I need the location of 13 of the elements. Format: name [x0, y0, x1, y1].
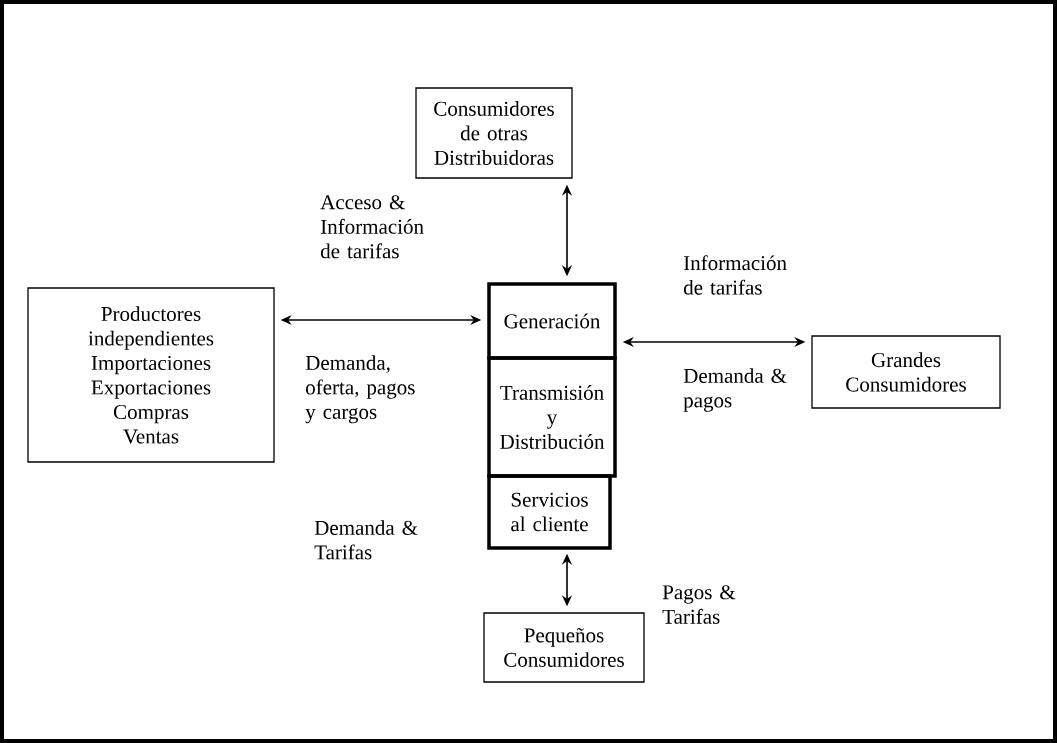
flow-label: Demanda, oferta, pagos y cargos — [305, 355, 415, 424]
box: Pequeños Consumidores — [483, 612, 645, 683]
flow-label: Demanda & pagos — [683, 368, 787, 412]
stack-box: Generación — [487, 282, 617, 360]
box: Grandes Consumidores — [811, 335, 1001, 409]
flow-label: Demanda & Tarifas — [314, 520, 418, 560]
stack-box: Servicios al cliente — [487, 474, 612, 550]
edge-label: Pagos & Tarifas — [662, 585, 748, 624]
edge-label: Acceso & Información de tarifas — [320, 195, 446, 259]
stack-box: Transmisión y Distribución — [487, 356, 617, 478]
box: Consumidores de otras Distribuidoras — [415, 87, 573, 179]
edge-label: Información de tarifas — [683, 255, 802, 295]
box: Productores independientes Importaciones Exportaciones Compras Ventas — [27, 287, 275, 463]
